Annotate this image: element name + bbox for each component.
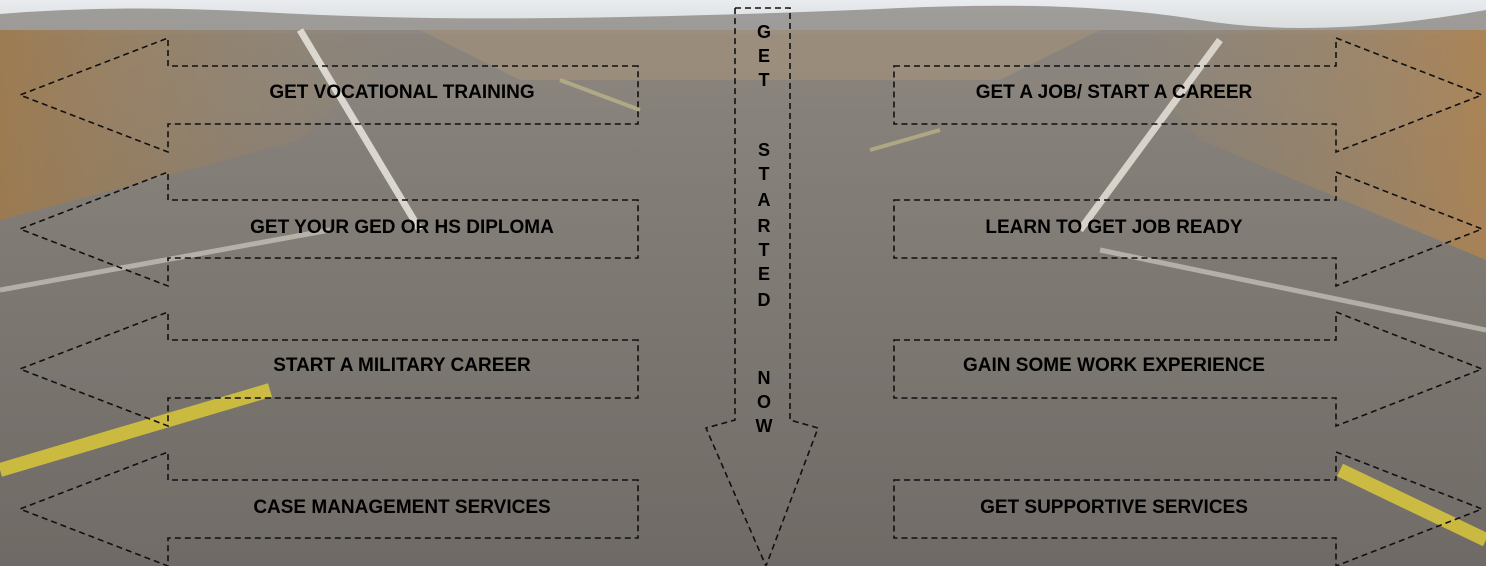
right-arrow-work-experience[interactable] [893,310,1485,428]
left-arrow-vocational-training[interactable] [17,36,639,154]
center-letter: T [758,164,770,184]
left-arrow-label-case-management[interactable]: CASE MANAGEMENT SERVICES [253,497,551,518]
center-down-arrow[interactable] [704,7,820,566]
center-letter: N [757,368,771,388]
left-arrow-ged-diploma[interactable] [17,170,639,288]
center-letter: D [757,290,771,310]
right-arrow-label-supportive-services[interactable]: GET SUPPORTIVE SERVICES [980,497,1248,518]
left-arrow-label-military-career[interactable]: START A MILITARY CAREER [273,355,531,376]
right-arrow-job-ready[interactable] [893,170,1485,288]
right-arrow-label-job-ready[interactable]: LEARN TO GET JOB READY [985,217,1243,238]
center-letter: G [756,22,771,42]
center-letter: T [758,70,770,90]
right-arrow-label-work-experience[interactable]: GAIN SOME WORK EXPERIENCE [963,355,1265,376]
center-letter: O [756,392,771,412]
center-letter: A [757,190,771,210]
center-letter: E [757,264,770,284]
left-arrow-label-vocational-training[interactable]: GET VOCATIONAL TRAINING [269,82,535,103]
left-arrow-case-management[interactable] [17,450,639,566]
center-letter: S [757,140,770,160]
right-arrow-label-job-career[interactable]: GET A JOB/ START A CAREER [975,82,1253,103]
left-arrow-label-ged-diploma[interactable]: GET YOUR GED OR HS DIPLOMA [250,217,554,238]
right-arrow-supportive-services[interactable] [893,450,1485,566]
right-arrow-job-career[interactable] [893,36,1485,154]
center-letter: T [758,240,770,260]
center-letter: E [757,46,770,66]
left-arrow-military-career[interactable] [17,310,639,428]
center-letter: W [755,416,773,436]
center-letter: R [757,216,771,236]
